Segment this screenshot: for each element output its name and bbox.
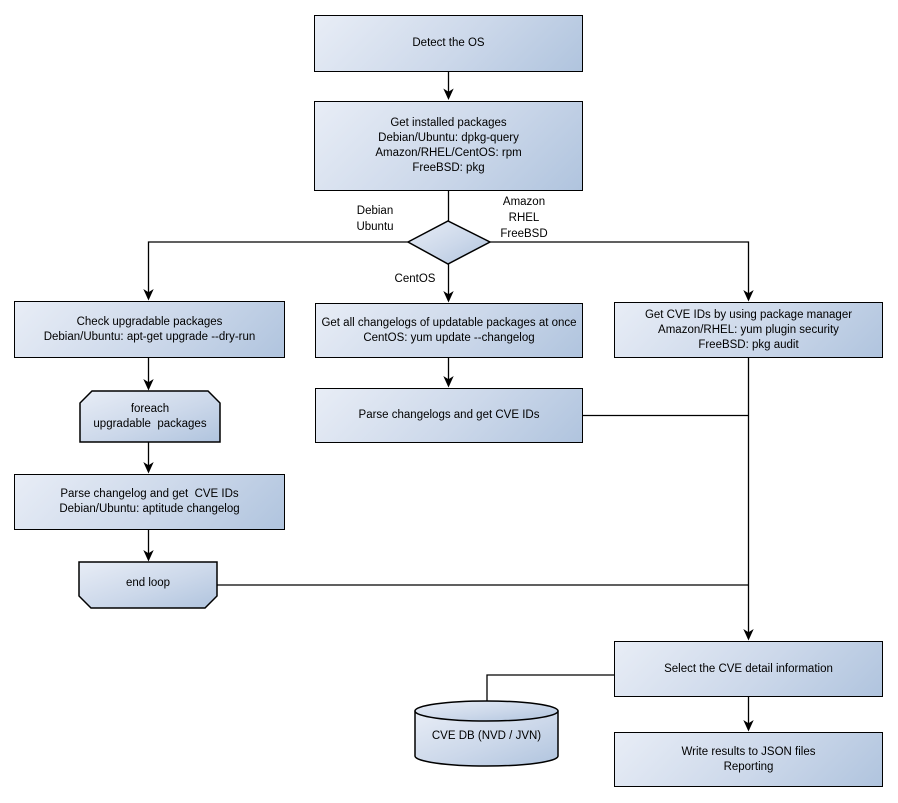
cylinder-body [414, 711, 559, 767]
node-text-line: FreeBSD: pkg [412, 162, 485, 174]
node-text-line: CentOS: yum update --changelog [363, 331, 535, 344]
edge-label-line: CentOS [394, 273, 436, 285]
node-get-all-changelogs: Get all changelogs of updatable packages… [315, 303, 583, 358]
edge-label-line: FreeBSD [500, 228, 548, 240]
edge-label-debian-ubuntu: Debian Ubuntu [337, 203, 413, 235]
arrowhead [743, 720, 754, 732]
arrowheads [143, 88, 754, 732]
database-cylinder [414, 700, 559, 767]
loop-end-shape [78, 561, 218, 609]
node-parse-changelogs-centos: Parse changelogs and get CVE IDs [315, 388, 583, 443]
node-text-line: Parse changelogs and get CVE IDs [358, 409, 540, 421]
node-get-cve-ids-pkg-manager: Get CVE IDs by using package manager Ama… [614, 302, 883, 358]
edge-decision-to-right [490, 241, 750, 298]
edge-cvedb-to-select [486, 674, 614, 702]
arrowhead [443, 376, 454, 388]
arrowhead [443, 291, 454, 303]
node-text-line: foreach [130, 403, 170, 415]
cylinder-top [414, 700, 559, 722]
arrowhead [143, 462, 154, 474]
node-detect-os: Detect the OS [314, 15, 583, 72]
node-text-line: Check upgradable packages [76, 315, 223, 328]
node-cve-db: CVE DB (NVD / JVN) [415, 723, 558, 749]
node-text-line: upgradable packages [93, 418, 207, 430]
node-select-cve-detail: Select the CVE detail information [614, 641, 883, 697]
node-text-line: Get all changelogs of updatable packages… [321, 316, 577, 329]
node-text-line: Get CVE IDs by using package manager [644, 308, 853, 321]
node-end-loop: end loop [79, 562, 217, 604]
node-text-line: Select the CVE detail information [664, 662, 833, 675]
node-parse-changelog-debian: Parse changelog and get CVE IDs Debian/U… [14, 474, 285, 530]
arrowhead [143, 379, 154, 391]
edge-label-line: Ubuntu [356, 221, 394, 233]
edge-label-line: RHEL [508, 212, 540, 224]
loop-start-shape [79, 390, 221, 443]
node-foreach-upgradable: foreach upgradable packages [80, 393, 220, 441]
edge-label-amazon-rhel-freebsd: Amazon RHEL FreeBSD [485, 194, 563, 242]
arrowhead [143, 289, 154, 301]
node-text-line: end loop [125, 576, 171, 589]
node-text-line: Debian/Ubuntu: aptitude changelog [59, 503, 240, 515]
edges [147, 72, 750, 728]
node-text-line: Detect the OS [412, 37, 485, 49]
arrowhead [143, 550, 154, 562]
node-text-line: Reporting [723, 760, 774, 773]
arrowhead [743, 290, 754, 302]
node-text-line: Debian/Ubuntu: dpkg-query [378, 132, 519, 144]
edge-label-line: Debian [356, 205, 394, 217]
edge-decision-to-left [147, 241, 408, 297]
node-text-line: Get installed packages [390, 117, 507, 129]
arrowhead [443, 88, 454, 100]
edge-label-line: Amazon [502, 196, 546, 208]
node-text-line: Parse changelog and get CVE IDs [60, 488, 239, 500]
node-check-upgradable-packages: Check upgradable packages Debian/Ubuntu:… [14, 301, 285, 358]
node-text-line: CVE DB (NVD / JVN) [431, 729, 542, 742]
node-text-line: Write results to JSON files [681, 745, 816, 758]
node-text-line: Amazon/RHEL/CentOS: rpm [375, 147, 522, 159]
arrowhead [743, 629, 754, 641]
node-get-installed-packages: Get installed packages Debian/Ubuntu: dp… [314, 101, 583, 191]
edge-label-centos: CentOS [385, 271, 445, 287]
node-text-line: Debian/Ubuntu: apt-get upgrade --dry-run [43, 330, 256, 343]
node-text-line: FreeBSD: pkg audit [698, 338, 799, 351]
decision-diamond [406, 220, 492, 265]
node-write-results: Write results to JSON files Reporting [614, 732, 883, 787]
node-text-line: Amazon/RHEL: yum plugin security [658, 323, 839, 336]
